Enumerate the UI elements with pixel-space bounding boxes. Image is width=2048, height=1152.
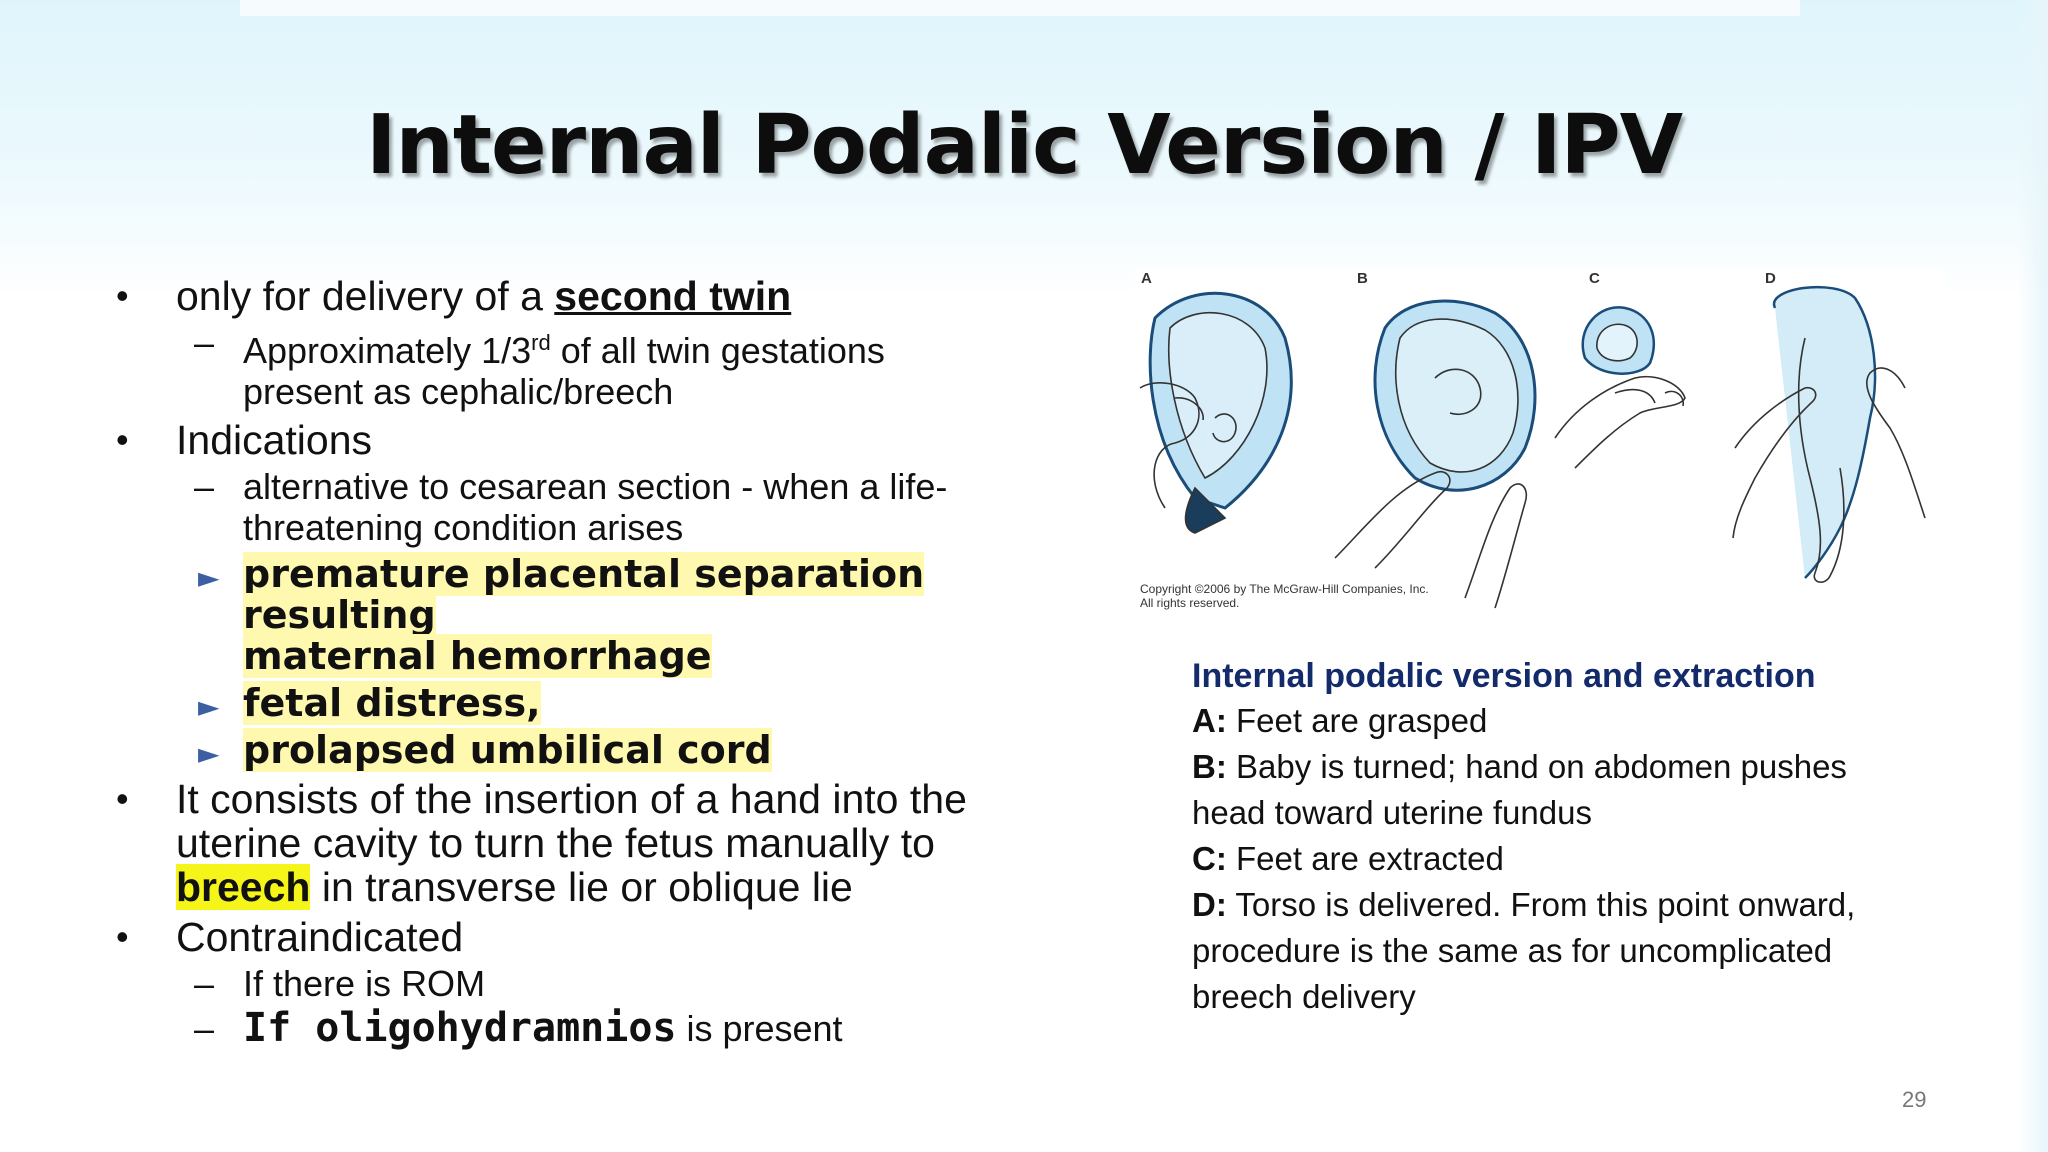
sub-bullet-alternative: – alternative to cesarean section - when… [194,466,948,548]
caption-item-d-cont: procedure is the same as for uncomplicat… [1192,932,1833,969]
bullet-list: • only for delivery of a second twin – A… [110,268,1110,1049]
panel-c-drawing [1554,306,1686,469]
dash-icon: – [194,1008,215,1049]
top-strip [240,0,1800,16]
second-twin-emphasis: second twin [554,273,792,319]
triangle-arrow-icon: ► [198,737,220,770]
slide-title: Internal Podalic Version / IPV [365,98,1683,193]
dash-icon: – [194,322,215,363]
bullet-contraindicated: • Contraindicated [116,914,464,960]
triangle-arrow-icon: ► [198,561,220,594]
panel-a-drawing [1139,291,1293,534]
bullet-second-twin: • only for delivery of a second twin [116,273,792,319]
caption-item-c: C: Feet are extracted [1192,840,1504,877]
bullet-dot-icon: • [116,275,129,316]
caption-item-b-cont: head toward uterine fundus [1192,794,1592,831]
arrow-item-cord: ► prolapsed umbilical cord [198,728,772,772]
figure-caption: Internal podalic version and extraction … [1192,654,1952,1020]
sub-bullet-rom: – If there is ROM [194,963,486,1004]
caption-title: Internal podalic version and extraction [1192,657,1816,695]
arrow-item-fetal-distress: ► fetal distress, [198,681,541,725]
sub-bullet-approximately: – Approximately 1/3rd of all twin gestat… [194,322,885,412]
panel-d-drawing [1732,285,1926,583]
bullet-dot-icon: • [116,778,129,819]
sub-bullet-oligohydramnios: – If oligohydramnios is present [194,1005,843,1051]
bullet-indications: • Indications [116,417,373,463]
panel-label-a: A [1141,270,1152,287]
ipv-drawings [1139,285,1926,609]
ipv-illustration: A B C D [1135,268,1945,613]
caption-item-a: A: Feet are grasped [1192,702,1488,739]
breech-highlight: breech [176,864,311,910]
triangle-arrow-icon: ► [198,690,220,723]
bullet-dot-icon: • [116,916,129,957]
figure-copyright: Copyright ©2006 by The McGraw-Hill Compa… [1140,582,1429,610]
dash-icon: – [194,466,215,507]
caption-item-d: D: Torso is delivered. From this point o… [1192,886,1856,923]
caption-item-b: B: Baby is turned; hand on abdomen pushe… [1192,748,1847,785]
dash-icon: – [194,963,215,1004]
panel-label-c: C [1589,270,1600,287]
caption-item-d-cont2: breech delivery [1192,978,1416,1015]
panel-label-b: B [1357,270,1368,287]
panel-label-d: D [1765,270,1776,287]
bullet-dot-icon: • [116,419,129,460]
page-number: 29 [1902,1087,1927,1112]
bullet-consists: • It consists of the insertion of a hand… [116,776,967,910]
panel-b-drawing [1334,299,1537,609]
arrow-item-placental: ► premature placental separation resulti… [198,552,925,678]
right-edge-shade [2018,0,2048,1152]
